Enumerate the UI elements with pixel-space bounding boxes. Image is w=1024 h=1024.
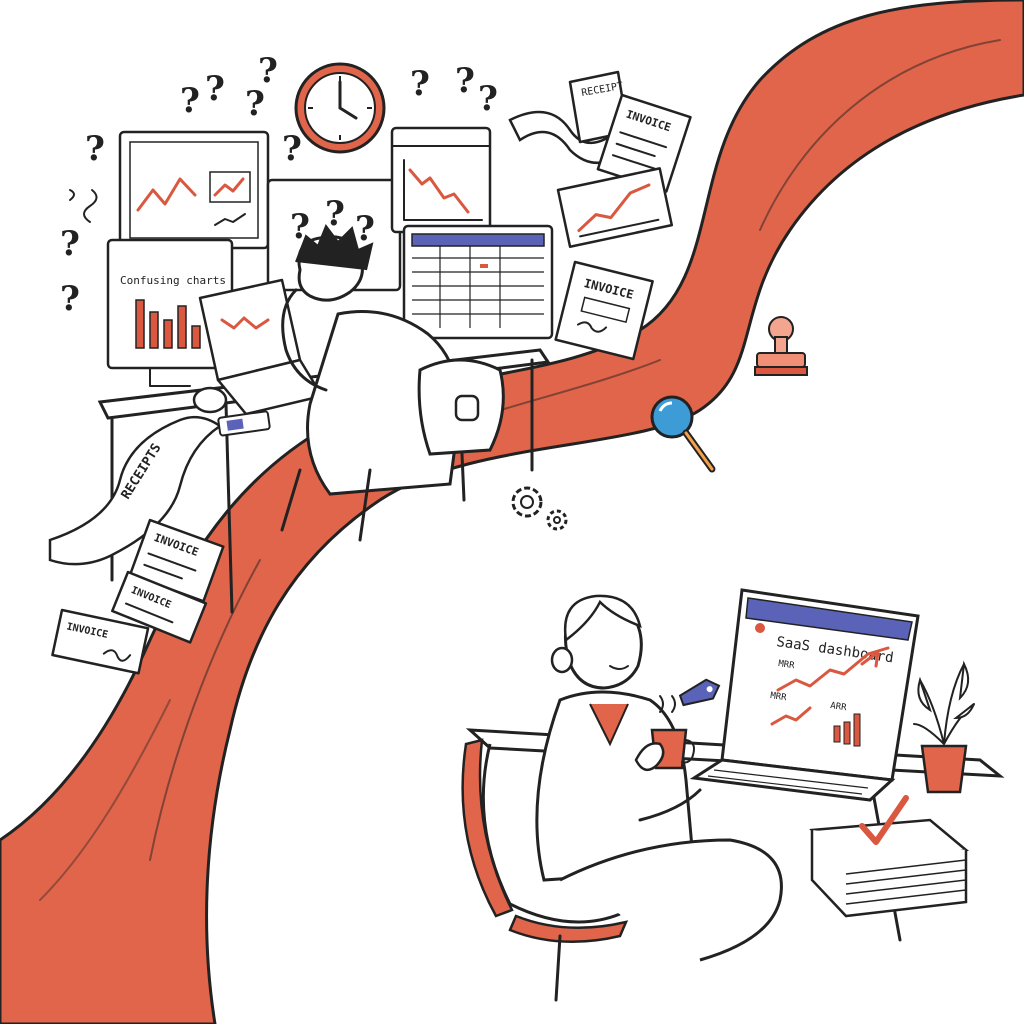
chart-card-flying — [556, 167, 674, 248]
monitor-spreadsheet — [402, 224, 554, 340]
metric-label-mrr-2: MRR — [770, 691, 788, 703]
office-chair-stressed — [417, 358, 505, 502]
wall-clock — [294, 62, 386, 154]
paper-stack-checked — [809, 795, 970, 918]
potted-plant — [913, 660, 975, 794]
magnifier-icon — [650, 395, 716, 473]
stamp-icon — [754, 316, 808, 376]
phone-on-desk — [217, 410, 271, 437]
question-marks: ? ? ? ? ? ? ? ? ? ? ? — [60, 51, 498, 319]
coffee-mug — [634, 695, 695, 772]
svg-text:?: ? — [355, 209, 375, 249]
svg-text:?: ? — [282, 129, 302, 169]
svg-text:?: ? — [455, 61, 475, 101]
calm-chair — [461, 738, 629, 1002]
svg-text:?: ? — [180, 81, 200, 121]
metric-label-mrr-1: MRR — [778, 659, 796, 671]
gears-icon — [511, 486, 568, 531]
svg-text:?: ? — [258, 51, 278, 91]
invoice-3: INVOICE — [128, 518, 225, 603]
dashboard-laptop: SaaS dashboard MRR MRR ARR — [689, 588, 920, 802]
svg-text:?: ? — [325, 194, 345, 234]
stressed-worker — [280, 223, 461, 542]
invoice-4: INVOICE — [111, 570, 208, 644]
svg-text:?: ? — [410, 64, 430, 104]
invoice-5: INVOICE — [51, 608, 150, 675]
price-tag-icon — [678, 678, 721, 707]
monitor-top-left — [118, 130, 270, 250]
svg-text:?: ? — [60, 279, 80, 319]
monitor-falling-chart — [390, 126, 492, 234]
svg-text:?: ? — [85, 129, 105, 169]
monitor-confusing-charts: Confusing charts — [106, 238, 234, 387]
svg-text:?: ? — [205, 69, 225, 109]
svg-text:?: ? — [245, 84, 265, 124]
confusing-charts-label: Confusing charts — [120, 274, 226, 287]
svg-text:?: ? — [60, 224, 80, 264]
stressed-laptop — [198, 278, 324, 416]
invoice-2: INVOICE — [554, 260, 654, 361]
metric-label-arr: ARR — [830, 701, 848, 713]
svg-text:?: ? — [478, 79, 498, 119]
